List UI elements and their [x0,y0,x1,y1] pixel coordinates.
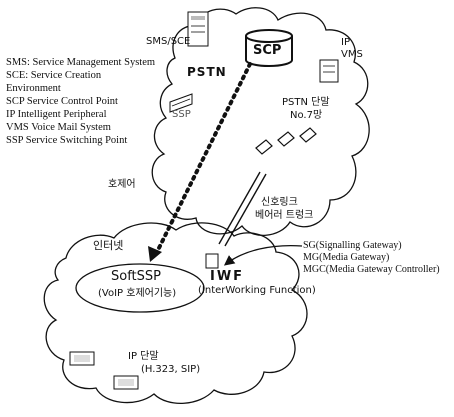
iwf-sublabel: (InterWorking Function) [198,285,316,296]
scp-database-icon [245,29,293,67]
mgc-label: MGC(Media Gateway Controller) [303,264,440,275]
call-control-arrow [154,62,252,256]
legend-item: SMS: Service Management System [6,57,156,68]
ssp-label: SSP [172,109,191,120]
ip-terminal-icon [69,351,139,390]
pstn-cloud [151,7,370,237]
iwf-icon [205,253,219,269]
sg-label: SG(Signalling Gateway) [303,240,402,251]
no7-network-label: No.7망 [290,110,323,121]
call-control-label: 호제어 [108,179,136,190]
bearer-trunk-label: 베어러 트렁크 [255,210,314,221]
signal-link-label: 신호링크 [261,197,298,208]
mg-label: MG(Media Gateway) [303,252,390,263]
pstn-terminal-label: PSTN 단말 [282,97,330,108]
legend-item: IP Intelligent Peripheral [6,109,107,120]
pstn-phone-icon [255,127,317,155]
internet-label: 인터넷 [93,239,124,252]
legend-item: SCP Service Control Point [6,96,118,107]
ssp-switch-icon [169,93,193,113]
ip-terminal-label: IP 단말 [128,351,159,362]
iwf-pointer-arrow [223,244,303,266]
legend-item: SCE: Service Creation [6,70,102,81]
ip-terminal-protocols: (H.323, SIP) [141,364,201,375]
ip-label: IP [341,37,350,48]
softssp-ellipse [75,263,205,313]
vms-label: VMS [341,49,363,60]
signal-bearer-link [218,171,267,247]
softssp-label: SoftSSP [111,269,161,284]
iwf-label: IWF [210,269,245,284]
scp-label: SCP [253,43,282,58]
pstn-label: PSTN [187,65,227,79]
sms-sce-icon [187,11,209,47]
softssp-sublabel: (VoIP 호제어기능) [98,288,177,299]
legend-item: VMS Voice Mail System [6,122,111,133]
ip-vms-icon [319,59,339,83]
abbreviation-legend: SMS: Service Management System SCE: Serv… [6,56,155,147]
sms-sce-label: SMS/SCE [146,36,191,47]
legend-item: SSP Service Switching Point [6,135,128,146]
internet-cloud [43,222,308,405]
legend-item: Environment [6,83,61,94]
